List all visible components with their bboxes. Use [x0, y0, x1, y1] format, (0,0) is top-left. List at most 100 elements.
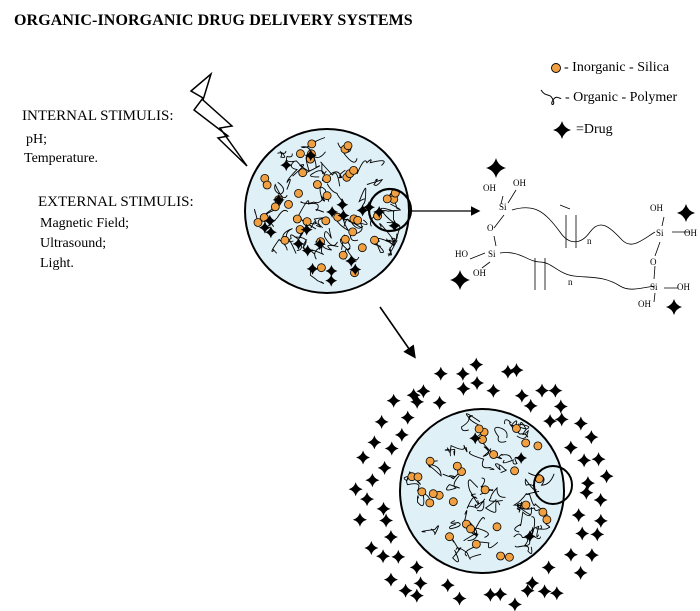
silica-particle — [538, 507, 548, 517]
polymer-chain — [516, 423, 530, 439]
released-drug-star-icon — [486, 383, 501, 398]
polymer-chain — [358, 187, 367, 206]
polymer-chain — [285, 153, 304, 168]
polymer-chain — [514, 506, 532, 533]
polymer-chain — [468, 451, 495, 471]
released-drug-star-icon — [573, 416, 588, 431]
polymer-chain — [324, 228, 338, 246]
released-drug-star-icon — [549, 586, 564, 601]
silica-particle — [348, 227, 358, 237]
molecular-structure — [469, 189, 690, 303]
silica-particle — [349, 165, 359, 175]
svg-text:OH: OH — [677, 282, 690, 292]
drug-star-icon — [263, 214, 276, 227]
drug-star-icon — [469, 432, 482, 445]
silica-particle — [253, 218, 263, 227]
silica-particle — [284, 199, 293, 209]
released-drug-star-icon — [394, 427, 409, 442]
released-drug-star-icon — [563, 547, 578, 562]
svg-text:HO: HO — [455, 249, 468, 259]
released-drug-star-icon — [500, 364, 515, 379]
silica-particle — [496, 551, 506, 561]
released-drug-star-icon — [391, 549, 406, 564]
released-drug-star-icon — [410, 394, 425, 409]
silica-particle — [370, 235, 379, 245]
drug-star-icon — [304, 149, 317, 162]
drug-star-icon — [336, 198, 349, 211]
released-drug-star-icon — [493, 587, 508, 602]
silica-particle — [262, 180, 272, 190]
svg-text:O: O — [487, 223, 494, 233]
released-drug-star-icon — [541, 560, 556, 575]
silica-particle — [413, 472, 423, 482]
silica-particle — [340, 234, 350, 244]
polymer-chain — [380, 207, 395, 223]
polymer-chain — [417, 494, 425, 507]
drug-star-icon — [515, 452, 528, 465]
polymer-chain — [530, 525, 541, 540]
svg-text:n: n — [568, 277, 573, 287]
released-drug-star-icon — [553, 399, 568, 414]
silica-particle — [321, 216, 331, 226]
released-drug-star-icon — [386, 393, 401, 408]
polymer-chain — [349, 219, 368, 242]
internal-stimulus-ph: pH; — [26, 132, 47, 147]
polymer-chain — [308, 221, 322, 230]
polymer-chain — [466, 493, 478, 509]
released-drug-star-icon — [577, 453, 592, 468]
drug-star-icon — [306, 262, 319, 275]
released-drug-star-icon — [365, 473, 380, 488]
polymer-chain — [326, 183, 345, 205]
silica-particle — [480, 485, 490, 495]
nanoparticle-before-release — [244, 128, 413, 294]
polymer-chain — [385, 233, 398, 247]
polymer-chain — [300, 195, 325, 205]
released-drug-star-icon — [470, 376, 485, 391]
released-drug-star-icon — [456, 381, 471, 396]
released-drug-star-icon — [520, 583, 535, 598]
silica-particle — [270, 202, 280, 212]
svg-text:OH: OH — [650, 203, 663, 213]
silica-particle — [425, 498, 435, 508]
silica-particle — [302, 217, 312, 227]
drug-star-icon — [337, 209, 350, 222]
silica-particle — [343, 141, 353, 151]
drug-star-icon — [326, 205, 339, 218]
svg-text:OH: OH — [483, 183, 496, 193]
silica-particle — [512, 424, 521, 433]
silica-particle — [353, 215, 363, 225]
released-drug-star-icon — [416, 384, 431, 399]
lightning-bolt-icon — [189, 71, 248, 167]
released-drug-star-icon — [509, 363, 524, 378]
released-drug-star-icon — [383, 572, 398, 587]
silica-particle — [542, 515, 552, 525]
silica-particle — [478, 435, 487, 444]
released-drug-star-icon — [384, 441, 399, 456]
polymer-chain — [518, 501, 540, 513]
svg-text:Si: Si — [488, 249, 496, 259]
released-drug-star-icon — [591, 452, 606, 467]
silica-particle — [489, 450, 499, 459]
released-drug-star-icon — [584, 548, 599, 563]
released-drug-star-icon — [364, 540, 379, 555]
polymer-chain — [366, 178, 384, 186]
silica-particle — [312, 180, 322, 189]
polymer-chain — [282, 228, 297, 254]
released-drug-star-icon — [593, 513, 608, 528]
polymer-chain — [315, 239, 339, 251]
internal-stimulus-heading: INTERNAL STIMULIS: — [22, 108, 174, 124]
released-drug-star-icon — [535, 383, 550, 398]
released-drug-star-icon — [432, 395, 447, 410]
polymer-chain — [513, 533, 531, 547]
silica-particle — [322, 174, 332, 184]
drug-star-icon — [345, 254, 358, 267]
legend-drug-star-icon — [553, 121, 571, 139]
silica-particle — [259, 213, 269, 222]
silica-particle — [471, 539, 481, 549]
polymer-chain — [286, 160, 298, 190]
drug-star-icon — [300, 223, 313, 236]
drug-star-icon — [258, 221, 271, 234]
drug-star-icon — [373, 206, 386, 219]
released-drug-star-icon — [356, 450, 371, 465]
polymer-chain — [490, 453, 513, 460]
